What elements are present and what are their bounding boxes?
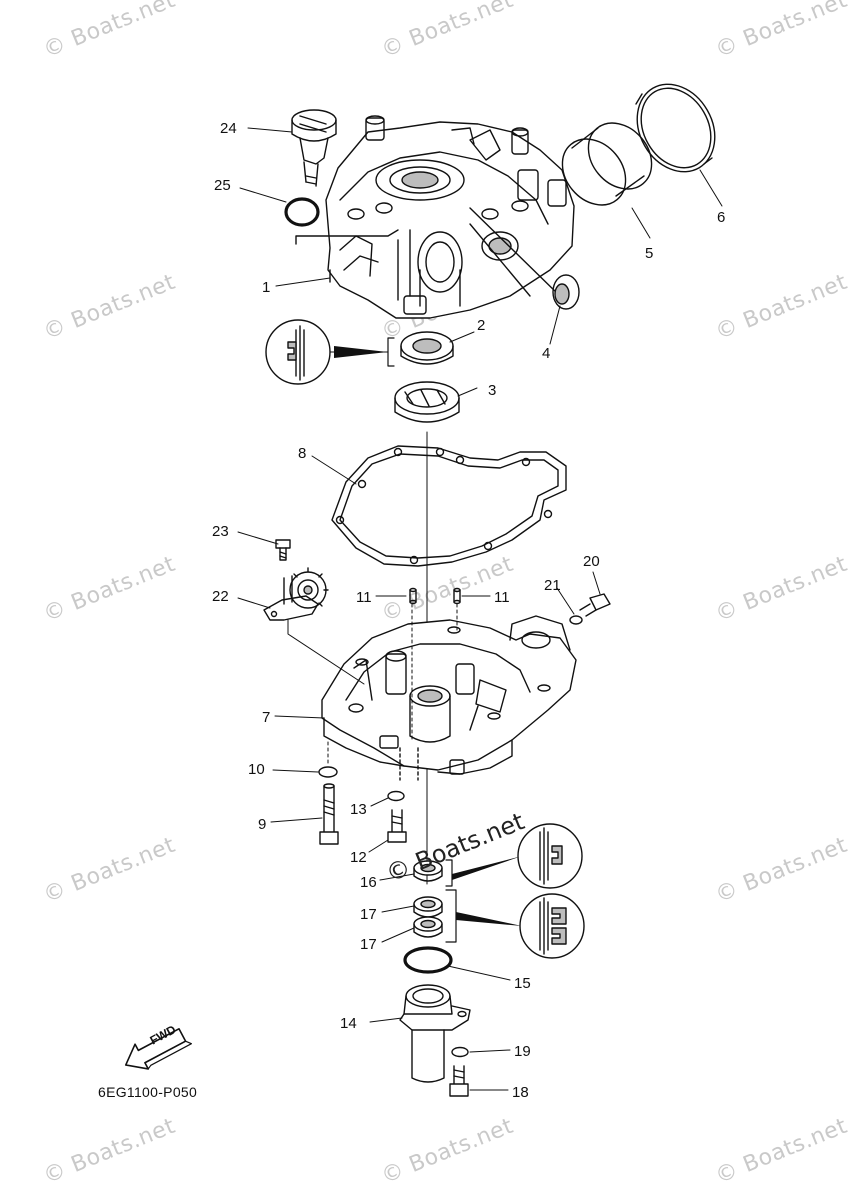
washer-13-part xyxy=(387,790,405,802)
pointer-wedge xyxy=(334,346,388,358)
pointer-wedge xyxy=(456,912,522,926)
bolt-23-part xyxy=(275,539,291,561)
oil-seal-2-part xyxy=(400,331,454,365)
bearing-detail-inset xyxy=(519,893,585,959)
callout-11: 11 xyxy=(494,589,510,606)
callout-22: 22 xyxy=(212,588,229,605)
group-bracket xyxy=(445,889,457,943)
washer-19-part xyxy=(451,1046,469,1058)
callout-18: 18 xyxy=(512,1084,529,1101)
callout-12: 12 xyxy=(350,849,367,866)
callout-17: 17 xyxy=(360,936,377,953)
pointer-wedge xyxy=(452,856,522,880)
callout-14: 14 xyxy=(340,1015,357,1032)
callout-24: 24 xyxy=(220,120,237,137)
callout-10: 10 xyxy=(248,761,265,778)
callout-7: 7 xyxy=(262,709,271,726)
o-ring-15-part xyxy=(403,946,453,974)
callout-4: 4 xyxy=(542,345,551,362)
washer-21-part xyxy=(569,615,583,625)
drawing-code: 6EG1100-P050 xyxy=(98,1084,198,1100)
callout-21: 21 xyxy=(544,577,561,594)
callout-15: 15 xyxy=(514,975,531,992)
leader-lines xyxy=(237,127,723,1091)
callout-9: 9 xyxy=(258,816,267,833)
gasket-part xyxy=(331,445,567,567)
fwd-arrow-icon xyxy=(124,1027,193,1070)
washer-10-part xyxy=(318,766,338,778)
callout-11: 11 xyxy=(356,589,372,606)
long-bolt-part xyxy=(319,783,339,845)
housing-14-part xyxy=(399,984,471,1083)
upper-case-part xyxy=(295,115,575,319)
bearing-17-part xyxy=(413,896,443,918)
callout-13: 13 xyxy=(350,801,367,818)
callout-2: 2 xyxy=(477,317,486,334)
dowel-pin-part xyxy=(409,587,417,741)
callout-20: 20 xyxy=(583,553,600,570)
callout-16: 16 xyxy=(360,874,377,891)
bolt-20-part xyxy=(579,593,611,617)
bolt-18-part xyxy=(449,1065,469,1097)
callout-3: 3 xyxy=(488,382,497,399)
callout-17: 17 xyxy=(360,906,377,923)
band-part xyxy=(635,83,716,173)
bearing-part xyxy=(394,381,460,423)
bolt-12-part xyxy=(387,809,407,843)
bracket-gear-part xyxy=(263,567,365,685)
oil-filler-cap-part xyxy=(291,109,337,187)
callout-23: 23 xyxy=(212,523,229,540)
callout-8: 8 xyxy=(298,445,307,462)
oil-seal-part xyxy=(552,274,580,310)
group-bracket xyxy=(445,859,453,887)
seal-detail-inset xyxy=(517,823,583,889)
oil-seal-16-part xyxy=(413,860,443,882)
bearing-17-part xyxy=(413,916,443,938)
callout-19: 19 xyxy=(514,1043,531,1060)
dowel-pin-part xyxy=(453,587,461,631)
callout-25: 25 xyxy=(214,177,231,194)
callout-6: 6 xyxy=(717,209,726,226)
seal-detail-inset xyxy=(265,319,331,385)
o-ring-part xyxy=(284,197,320,227)
callout-1: 1 xyxy=(262,279,271,296)
callout-5: 5 xyxy=(645,245,654,262)
group-bracket xyxy=(387,337,395,367)
oil-pan-part xyxy=(321,615,577,781)
